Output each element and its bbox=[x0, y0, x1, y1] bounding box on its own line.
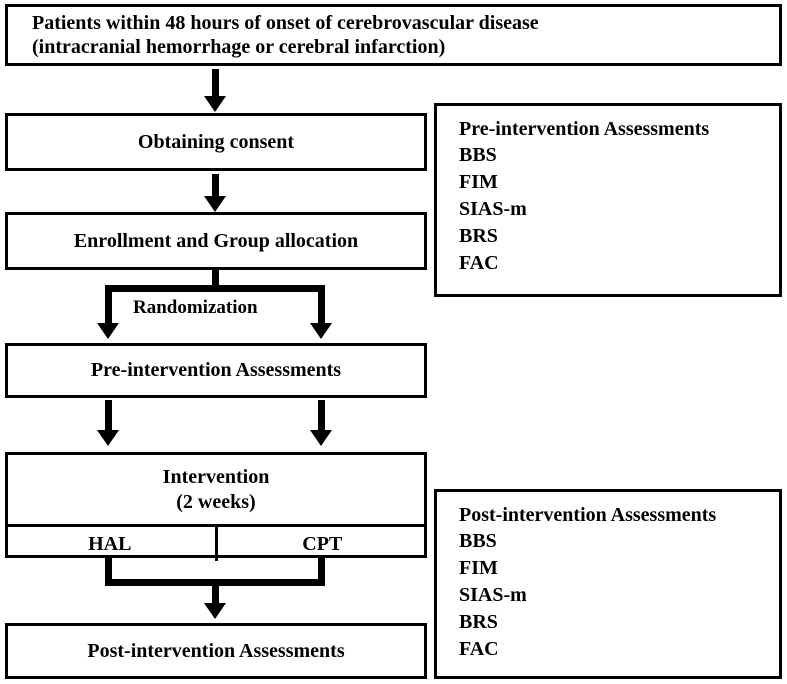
connector-pre-intervention-right-line bbox=[318, 400, 325, 433]
intervention-arms: HAL CPT bbox=[5, 524, 427, 561]
box-population: Patients within 48 hours of onset of cer… bbox=[5, 4, 782, 66]
panel-post-intervention-title: Post-intervention Assessments bbox=[459, 504, 717, 526]
connector-merge-stem bbox=[212, 579, 219, 607]
connector-randomization-right-line bbox=[318, 285, 325, 327]
connector-randomization-bar bbox=[105, 285, 325, 292]
list-item: SIAS-m bbox=[459, 197, 527, 220]
list-item: FIM bbox=[459, 171, 498, 194]
connector-pre-intervention-left-arrowhead bbox=[97, 430, 119, 446]
panel-pre-intervention-assessments: Pre-intervention Assessments BBS FIM SIA… bbox=[434, 103, 782, 297]
list-item: BBS bbox=[459, 530, 497, 553]
box-enrollment-allocation-label: Enrollment and Group allocation bbox=[73, 229, 359, 252]
panel-pre-intervention-list: BBS FIM SIAS-m BRS FAC bbox=[459, 142, 779, 276]
box-intervention-header: Intervention (2 weeks) bbox=[8, 455, 424, 524]
box-pre-intervention-assessments: Pre-intervention Assessments bbox=[5, 343, 427, 398]
connector-population-consent-line bbox=[212, 69, 219, 99]
box-population-label: Patients within 48 hours of onset of cer… bbox=[32, 11, 539, 58]
intervention-arm-cpt-label: CPT bbox=[302, 532, 343, 555]
connector-pre-intervention-left-line bbox=[105, 400, 112, 433]
panel-post-intervention-assessments: Post-intervention Assessments BBS FIM SI… bbox=[434, 489, 782, 679]
panel-post-intervention-list: BBS FIM SIAS-m BRS FAC bbox=[459, 528, 779, 662]
connector-randomization-left-line bbox=[105, 285, 112, 327]
box-intervention-label: Intervention (2 weeks) bbox=[162, 466, 270, 513]
connector-merge-left-line bbox=[105, 558, 112, 586]
intervention-arm-cpt: CPT bbox=[214, 527, 428, 561]
list-item: BRS bbox=[459, 224, 498, 247]
connector-randomization-left-arrowhead bbox=[97, 323, 119, 339]
list-item: FAC bbox=[459, 251, 499, 274]
intervention-arm-hal: HAL bbox=[5, 527, 215, 561]
box-obtaining-consent: Obtaining consent bbox=[5, 113, 427, 171]
connector-randomization-stem bbox=[212, 270, 219, 292]
connector-merge-arrowhead bbox=[204, 603, 226, 619]
list-item: FAC bbox=[459, 637, 499, 660]
box-post-intervention-assessments: Post-intervention Assessments bbox=[5, 623, 427, 679]
list-item: FIM bbox=[459, 557, 498, 580]
list-item: BRS bbox=[459, 610, 498, 633]
connector-merge-right-line bbox=[318, 558, 325, 586]
list-item: SIAS-m bbox=[459, 583, 527, 606]
panel-pre-intervention-title: Pre-intervention Assessments bbox=[459, 118, 710, 140]
box-pre-intervention-assessments-label: Pre-intervention Assessments bbox=[90, 359, 342, 382]
box-intervention: Intervention (2 weeks) HAL CPT bbox=[5, 452, 427, 561]
box-enrollment-allocation: Enrollment and Group allocation bbox=[5, 212, 427, 270]
box-obtaining-consent-label: Obtaining consent bbox=[137, 130, 295, 153]
connector-consent-enrollment-arrowhead bbox=[204, 196, 226, 212]
intervention-arm-hal-label: HAL bbox=[88, 532, 132, 555]
connector-population-consent-arrowhead bbox=[204, 96, 226, 112]
connector-pre-intervention-right-arrowhead bbox=[310, 430, 332, 446]
randomization-label: Randomization bbox=[133, 297, 258, 318]
list-item: BBS bbox=[459, 144, 497, 167]
connector-randomization-right-arrowhead bbox=[310, 323, 332, 339]
connector-consent-enrollment-line bbox=[212, 174, 219, 200]
box-post-intervention-assessments-label: Post-intervention Assessments bbox=[87, 639, 345, 662]
